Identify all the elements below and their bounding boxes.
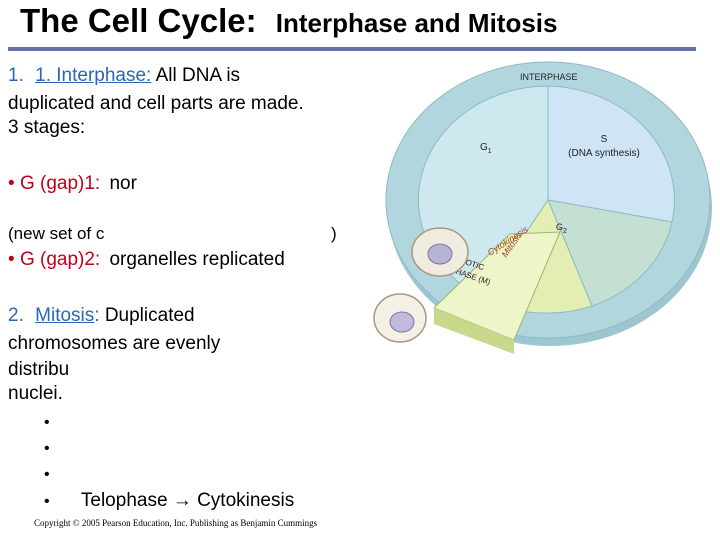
copyright-notice: Copyright © 2005 Pearson Education, Inc.… (34, 518, 318, 528)
stage-s-line: (new set of c (8, 222, 104, 245)
point1-number: 1. (8, 65, 24, 86)
phase-1-bullet: • (44, 414, 50, 431)
phase-3-bullet: • (44, 466, 50, 483)
phase-item-1: • (44, 410, 50, 434)
phase-4-text-2: Cytokinesis (197, 490, 295, 511)
stage-g1-bullet: • (8, 173, 15, 194)
stage-g1-text: nor (109, 173, 137, 194)
phase-2-bullet: • (44, 440, 50, 457)
point2-line2: chromosomes are evenly (8, 333, 221, 354)
point2-text-1: Duplicated (104, 305, 195, 326)
stage-s-text-open: (new set of c (8, 224, 105, 243)
point1-line3: 3 stages: (8, 117, 86, 138)
point2-line3: distribu (8, 359, 70, 380)
phase-item-4: • Telophase → Cytokinesis (44, 489, 294, 513)
point1-line1: 1. 1. Interphase: All DNA is (8, 64, 240, 87)
arrow-icon: → (172, 490, 192, 511)
stage-s-text-close: ) (331, 224, 337, 243)
s-sublabel: (DNA synthesis) (568, 148, 640, 159)
point2-number: 2. (8, 305, 24, 326)
point1-text-1: All DNA is (155, 65, 241, 86)
phase-item-2: • (44, 436, 50, 460)
slide-title: The Cell Cycle: Interphase and Mitosis (20, 2, 557, 40)
point2-term: Mitosis (35, 305, 95, 326)
phase-item-3: • (44, 462, 50, 486)
inner-disk (417, 85, 675, 354)
dividing-cell-top-icon (411, 227, 469, 277)
stage-g2-text: organelles replicated (109, 249, 285, 270)
phase-4-bullet: • (44, 493, 50, 510)
title-subtitle: Interphase and Mitosis (275, 8, 558, 38)
point2-line1: 2. Mitosis: Duplicated (8, 304, 195, 327)
stage-g2-label: G (gap)2: (19, 249, 101, 270)
s-sector (547, 85, 675, 223)
stage-g2-bullet: • (8, 249, 15, 270)
stage-g1: • G (gap)1: nor (8, 172, 137, 195)
point1-term: 1. Interphase: (35, 65, 152, 86)
dividing-cell-bottom-icon (373, 293, 427, 343)
point1-line2: duplicated and cell parts are made. (8, 93, 304, 114)
interphase-label: INTERPHASE (520, 72, 578, 82)
stage-g2: • G (gap)2: organelles replicated (8, 248, 285, 271)
cell-cycle-diagram: INTERPHASE G1 S (DNA synthesis) G2 Cytok… (373, 61, 712, 354)
stage-g1-label: G (gap)1: (19, 173, 101, 194)
point2-colon: : (94, 305, 100, 326)
title-underline (8, 47, 696, 51)
phase-4-text: Telophase (80, 490, 168, 511)
mitotic-slab-front (434, 308, 514, 354)
point2-line4: nuclei. (8, 383, 63, 404)
g2-sector (547, 199, 673, 307)
g2-label: G2 (556, 222, 567, 235)
g1-label: G1 (480, 142, 492, 155)
title-text: The Cell Cycle: (20, 2, 257, 39)
s-label: S (601, 134, 608, 145)
